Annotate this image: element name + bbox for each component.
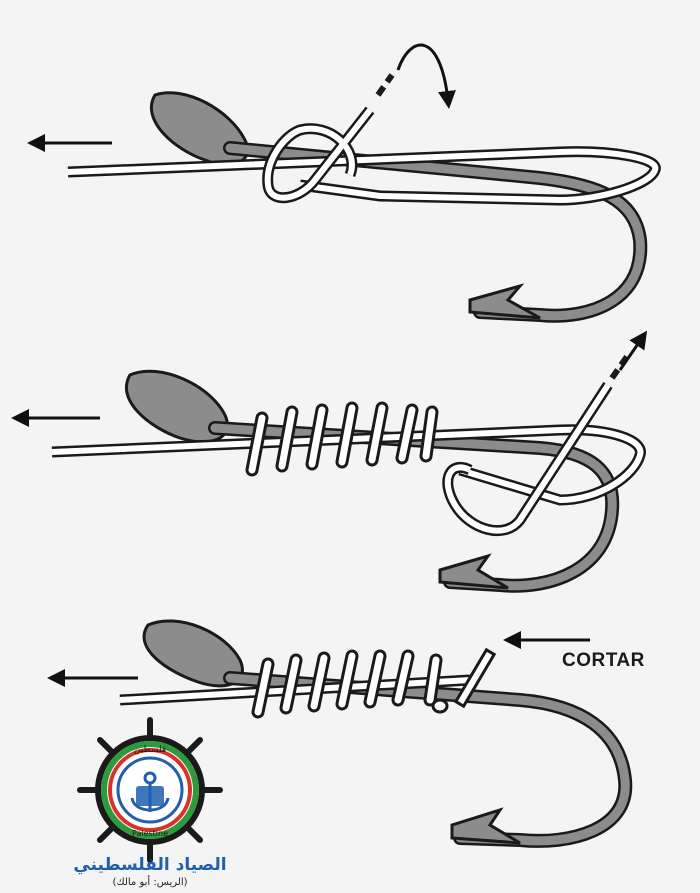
hook-barb [450,807,521,845]
step-2-illustration [11,330,648,593]
direction-arrow [396,43,456,109]
logo-seal: فلسطين Palestine [77,717,223,863]
hook-barb [468,283,541,320]
line-wraps [251,649,443,719]
hook-shank [223,141,648,323]
seal-text-bottom: Palestine [132,829,168,838]
step-3-illustration [47,619,633,848]
logo-subtitle: (الريس: أبو مالك) [112,877,188,888]
cut-label: CORTAR [562,650,645,671]
direction-arrow [618,330,648,371]
line-wraps [245,401,439,477]
step-1-illustration [27,43,661,323]
logo-title: الصياد الفلسطيني [73,855,227,875]
hook-eye [124,369,229,444]
seal-text-top: فلسطين [134,745,166,755]
hook-barb [438,553,509,590]
